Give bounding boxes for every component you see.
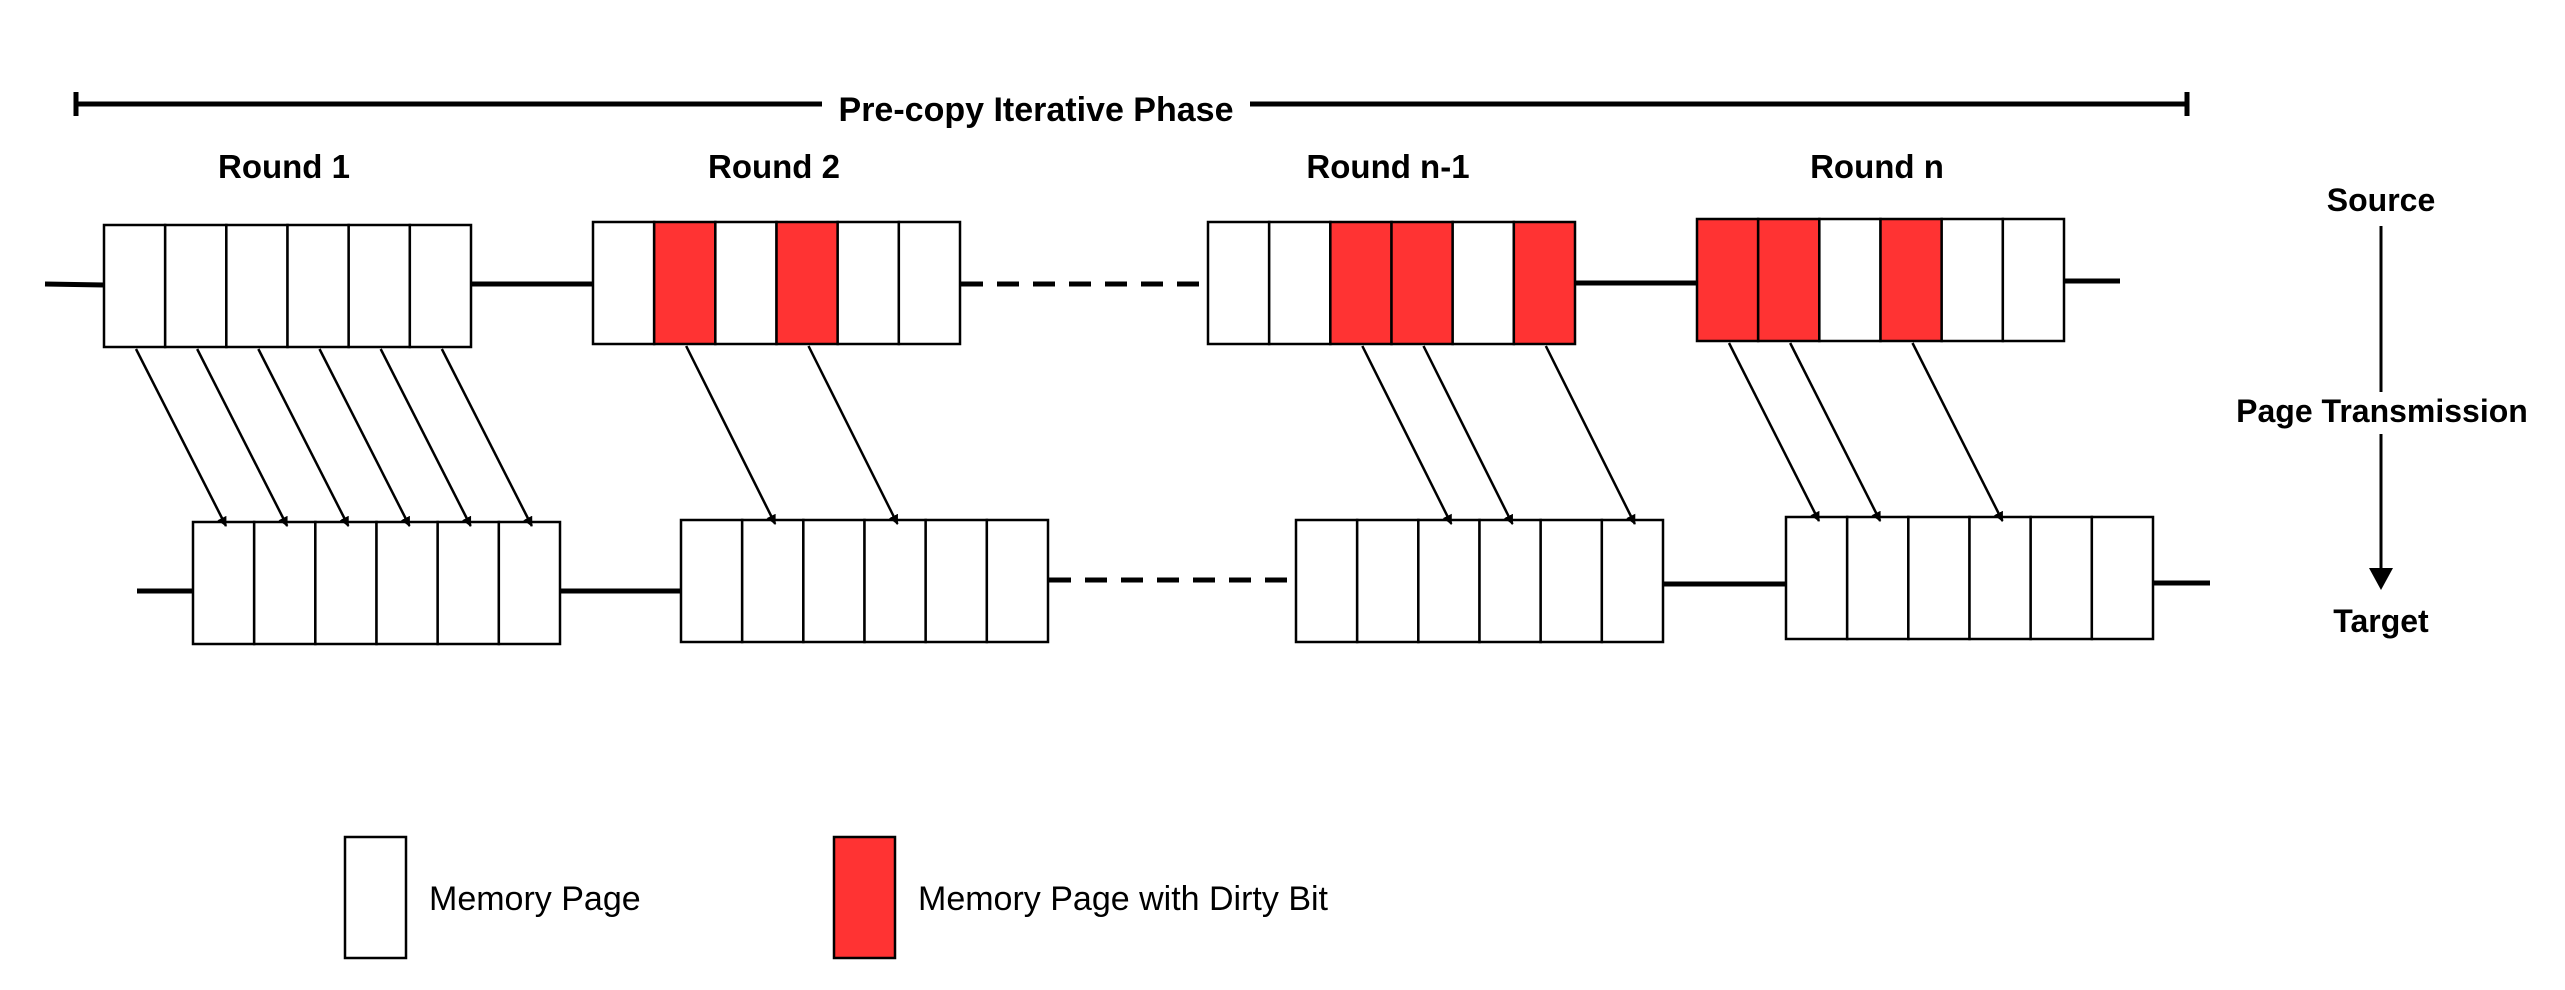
memory-page	[1355, 518, 1420, 644]
page-transfer-arrow	[196, 348, 289, 527]
target-timeline	[137, 577, 2210, 594]
memory-page	[714, 220, 778, 346]
dirty-memory-page	[1879, 217, 1943, 343]
axis-target-label: Target	[2333, 603, 2429, 639]
dirty-memory-page	[1695, 217, 1760, 343]
memory-page	[1907, 515, 1971, 641]
source-block-round-1	[102, 223, 473, 349]
memory-page	[314, 520, 378, 646]
page-transfer-arrow	[440, 348, 533, 527]
memory-page	[1478, 518, 1542, 644]
target-block-round-1	[191, 520, 562, 646]
memory-page	[102, 223, 167, 349]
round-labels: Round 1 Round 2 Round n-1 Round n	[218, 148, 1944, 185]
dirty-memory-page	[1329, 220, 1393, 346]
memory-page	[863, 518, 927, 644]
memory-page	[924, 518, 989, 644]
memory-blocks	[102, 217, 2155, 646]
phase-title: Pre-copy Iterative Phase	[839, 91, 1234, 129]
dirty-memory-page	[775, 220, 839, 346]
memory-page	[591, 220, 656, 346]
page-transfer-arrow	[134, 348, 228, 527]
legend-clean-label: Memory Page	[429, 880, 641, 918]
page-transfer-arrow	[1727, 342, 1821, 522]
source-block-round-2	[591, 220, 962, 346]
dirty-memory-page	[652, 220, 717, 346]
axis-transmission-label: Page Transmission	[2236, 393, 2528, 429]
transmission-arrows	[134, 342, 2004, 527]
memory-page	[252, 520, 317, 646]
memory-page	[679, 518, 744, 644]
dirty-memory-page	[1390, 220, 1454, 346]
direction-axis: Source Page Transmission Target	[2236, 182, 2528, 639]
memory-page	[436, 520, 501, 646]
dirty-memory-page	[1512, 220, 1577, 346]
memory-page	[375, 520, 439, 646]
memory-page	[2090, 515, 2155, 641]
phase-title-bg	[822, 88, 1250, 128]
memory-page	[985, 518, 1050, 644]
phase-bracket: Pre-copy Iterative Phase	[73, 88, 2190, 129]
memory-page	[1845, 515, 1910, 641]
memory-page	[1818, 217, 1882, 343]
memory-page	[225, 223, 289, 349]
memory-page	[286, 223, 350, 349]
page-transfer-arrow	[807, 345, 899, 525]
target-block-round-2	[679, 518, 1050, 644]
page-transfer-arrow	[1789, 342, 1882, 522]
legend-clean-swatch	[343, 835, 408, 960]
memory-page	[1600, 518, 1665, 644]
memory-page	[1206, 220, 1271, 346]
target-block-round-4	[1784, 515, 2155, 641]
memory-page	[408, 223, 473, 349]
legend-dirty-swatch	[832, 835, 897, 960]
axis-source-label: Source	[2327, 182, 2435, 218]
page-transfer-arrow	[1361, 345, 1453, 525]
page-transfer-arrow	[1911, 342, 2004, 522]
page-transfer-arrow	[685, 345, 777, 525]
source-block-round-3	[1206, 220, 1577, 346]
memory-page	[163, 223, 228, 349]
memory-page	[1940, 217, 2005, 343]
page-transfer-arrow	[257, 348, 350, 527]
memory-page	[191, 520, 256, 646]
target-block-round-3	[1294, 518, 1665, 644]
page-transfer-arrow	[1544, 345, 1636, 525]
memory-page	[1267, 220, 1332, 346]
memory-page	[347, 223, 412, 349]
memory-page	[836, 220, 901, 346]
round-label-n: Round n	[1810, 148, 1944, 185]
round-label-1: Round 1	[218, 148, 350, 185]
legend-dirty-label: Memory Page with Dirty Bit	[918, 880, 1329, 918]
dirty-memory-page	[1756, 217, 1821, 343]
memory-page	[2001, 217, 2066, 343]
page-transfer-arrow	[318, 348, 411, 527]
memory-page	[802, 518, 866, 644]
memory-page	[1539, 518, 1604, 644]
memory-page	[1451, 220, 1516, 346]
memory-page	[740, 518, 805, 644]
memory-page	[2029, 515, 2094, 641]
source-block-round-4	[1695, 217, 2066, 343]
page-transfer-arrow	[379, 348, 472, 527]
memory-page	[1417, 518, 1481, 644]
axis-arrowhead	[2369, 568, 2393, 590]
source-lead-in	[44, 281, 105, 288]
memory-page	[1968, 515, 2032, 641]
page-transfer-arrow	[1422, 345, 1514, 525]
memory-page	[497, 520, 562, 646]
source-timeline	[44, 278, 2120, 288]
memory-page	[1784, 515, 1849, 641]
memory-page	[1294, 518, 1359, 644]
legend: Memory Page Memory Page with Dirty Bit	[343, 835, 1329, 960]
memory-page	[897, 220, 962, 346]
round-label-n-1: Round n-1	[1306, 148, 1469, 185]
round-label-2: Round 2	[708, 148, 840, 185]
